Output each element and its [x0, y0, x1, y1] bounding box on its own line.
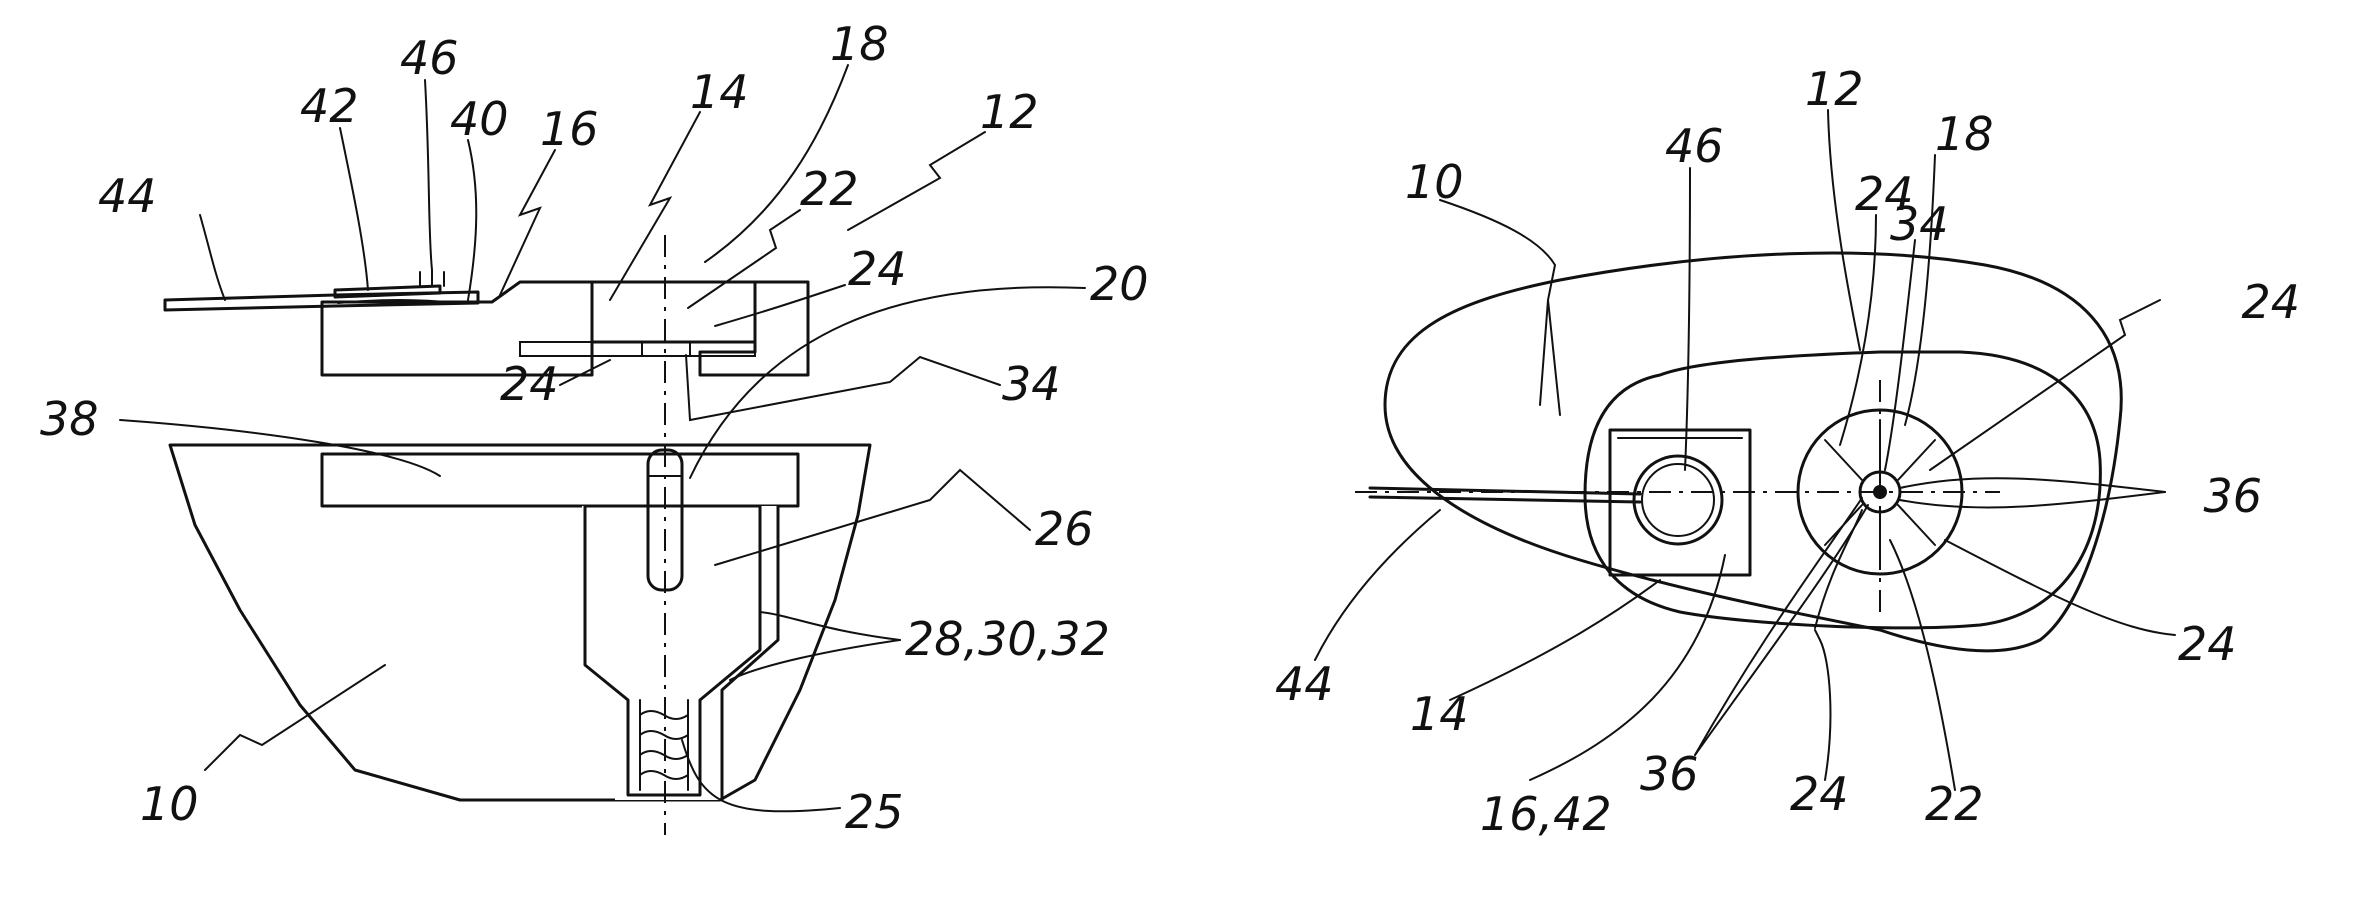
label-24-r4: 24: [2178, 617, 2237, 671]
leader-44: [200, 215, 225, 300]
leader-42: [340, 128, 368, 290]
left-leaders: [120, 65, 1085, 811]
leader-24-r2: [1930, 300, 2160, 470]
label-28-30-32: 28,30,32: [905, 612, 1110, 666]
label-46: 46: [400, 31, 459, 85]
label-38: 38: [40, 392, 99, 446]
label-44-right: 44: [1275, 657, 1334, 711]
label-24-r3: 24: [1790, 767, 1849, 821]
label-24-r2: 24: [2241, 275, 2300, 329]
strip-44-top: [1370, 488, 1640, 502]
outer-contour-10: [1385, 253, 2121, 651]
leader-10-arrow: [1548, 300, 1560, 415]
right-labels: 10 46 12 24 18 34 24 36 44 14 16,42 36 2…: [1275, 62, 2300, 841]
plate-contour-12: [1585, 352, 2100, 628]
label-16: 16: [540, 102, 599, 156]
label-22: 22: [800, 162, 859, 216]
leader-36-b: [1900, 492, 2165, 508]
label-10: 10: [140, 777, 199, 831]
leader-36-d: [1695, 505, 1868, 755]
leader-46-right: [1685, 168, 1690, 470]
left-section-view: [165, 235, 870, 835]
label-16-42: 16,42: [1480, 787, 1612, 841]
right-top-view: [1355, 253, 2121, 651]
leader-12-right: [1828, 110, 1860, 350]
leader-14: [610, 112, 700, 300]
label-46-right: 46: [1665, 119, 1724, 173]
label-14: 14: [690, 65, 749, 119]
leader-38: [120, 420, 440, 476]
tick-46: [420, 270, 444, 286]
leader-24-top: [715, 285, 845, 326]
leader-46: [425, 80, 432, 270]
circle-46: [1634, 456, 1722, 544]
circle-46-inner: [1642, 464, 1714, 536]
label-36-lower: 36: [1640, 747, 1699, 801]
leader-24-r3: [1815, 630, 1830, 780]
leader-22: [688, 210, 800, 308]
leader-10: [205, 665, 385, 770]
label-42: 42: [300, 79, 359, 133]
element-42-46: [335, 286, 440, 297]
label-36-right: 36: [2203, 469, 2262, 523]
leader-22-right: [1890, 540, 1955, 790]
label-34-right: 34: [1890, 197, 1949, 251]
insert-bore: [582, 506, 778, 800]
leader-24-low: [560, 360, 610, 385]
leader-36-a: [1900, 478, 2165, 492]
label-24-low: 24: [500, 357, 559, 411]
label-18: 18: [830, 17, 889, 71]
label-24-top: 24: [848, 242, 907, 296]
leader-34-right: [1885, 240, 1915, 470]
leader-14-right: [1450, 580, 1660, 700]
label-12: 12: [980, 85, 1039, 139]
label-14-right: 14: [1410, 687, 1469, 741]
leader-40: [468, 140, 476, 300]
label-34: 34: [1002, 357, 1061, 411]
label-26: 26: [1035, 502, 1094, 556]
label-10-right: 10: [1405, 155, 1464, 209]
leader-10-right: [1440, 200, 1555, 405]
label-44: 44: [98, 169, 157, 223]
leader-12: [848, 132, 985, 230]
label-12-right: 12: [1805, 62, 1864, 116]
label-40: 40: [450, 92, 509, 146]
label-25: 25: [845, 785, 904, 839]
leader-44-right: [1315, 510, 1440, 660]
label-22-right: 22: [1925, 777, 1984, 831]
channel-24: [520, 342, 755, 356]
label-20: 20: [1090, 257, 1149, 311]
label-18-right: 18: [1935, 107, 1994, 161]
recess-38: [322, 454, 798, 506]
leader-16: [500, 150, 555, 295]
